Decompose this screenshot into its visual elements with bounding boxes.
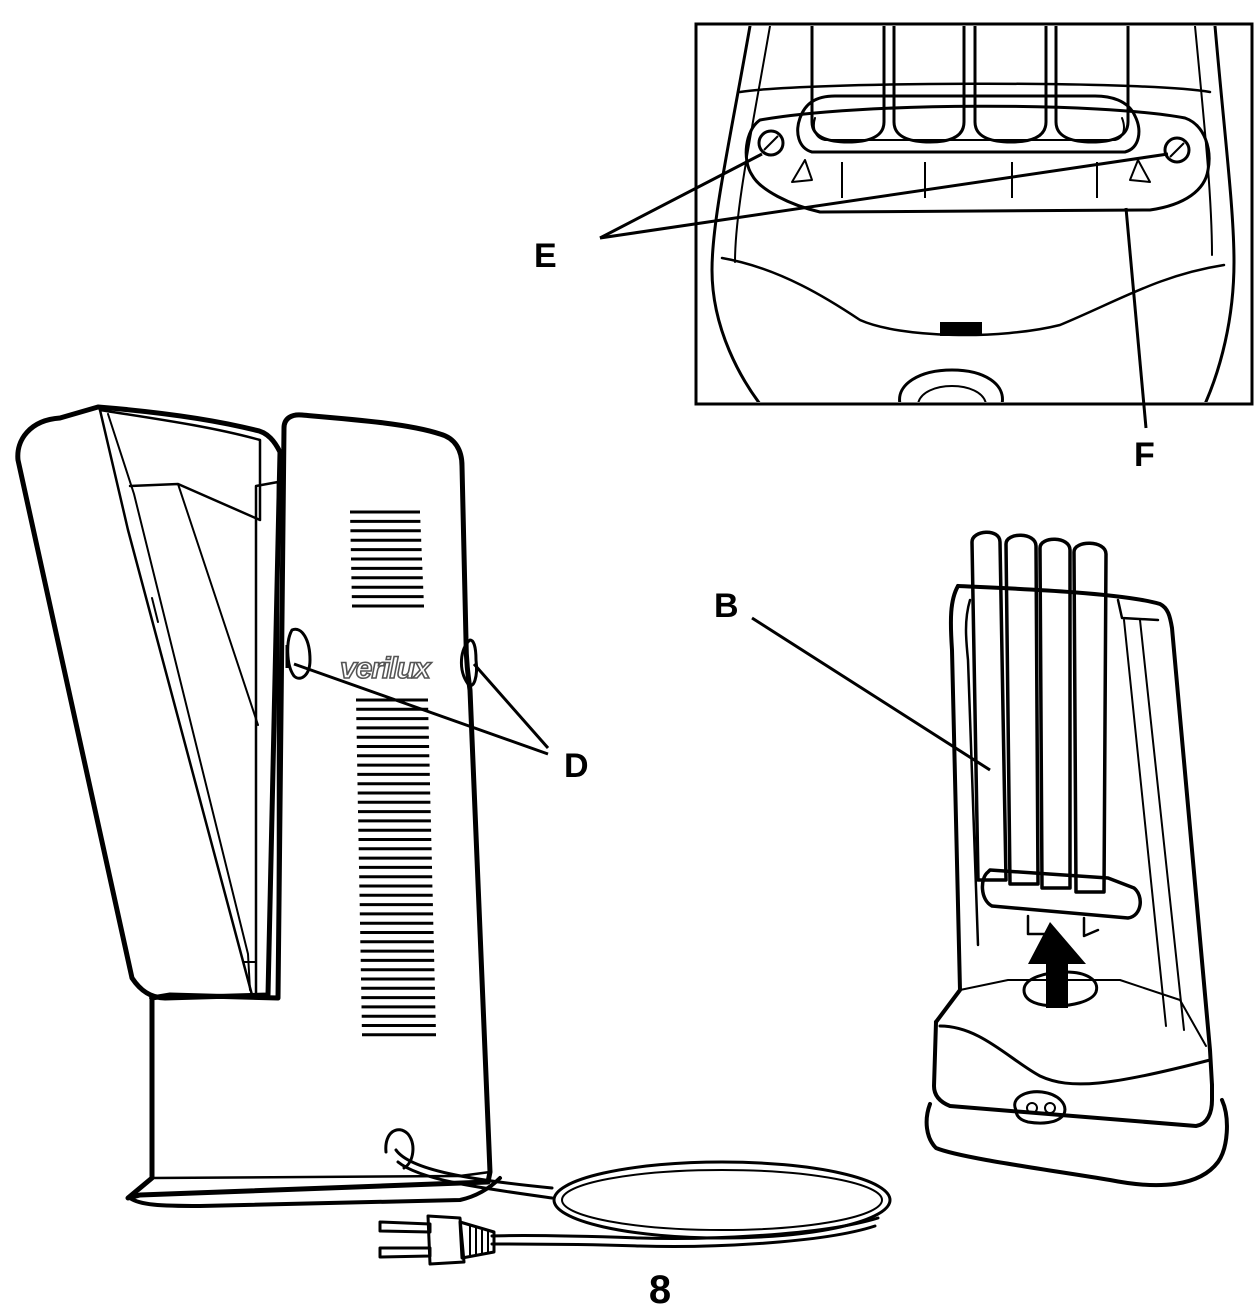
leader-d-right (472, 663, 550, 749)
lamp-unit-left: verilux (15, 404, 502, 1208)
cover-panel-edge-left (98, 408, 254, 997)
label-b: B (714, 587, 739, 625)
leader-d-left (293, 662, 549, 756)
plug-ribs (469, 1226, 489, 1255)
tube-2 (1004, 533, 1040, 886)
cover-panel (15, 404, 283, 1001)
inset-cord-opening (898, 368, 1004, 402)
cord-segment-b (396, 1160, 554, 1200)
knob-left (285, 627, 312, 680)
leader-b (751, 616, 991, 772)
cover-panel-top-inner (98, 408, 262, 522)
brand-logo: verilux (340, 652, 432, 685)
body-base (128, 1176, 502, 1208)
cover-panel-inner-line (107, 413, 251, 991)
inset-back-shelf (738, 82, 1212, 94)
shell-right-inner-2 (1123, 619, 1167, 1027)
inset-right-wedge (1129, 159, 1151, 183)
hinge-foot (243, 961, 257, 999)
plug-prong-bottom (378, 1246, 432, 1259)
callout-d: D (293, 662, 589, 785)
cord-coil-inner (561, 1169, 883, 1231)
label-d: D (564, 747, 589, 785)
cover-panel-tab (151, 597, 159, 623)
inset-left-wedge (791, 159, 813, 183)
inset-housing-left-wall (710, 26, 761, 402)
tube-bracket (980, 868, 1142, 920)
inset-housing-right-wall (1204, 26, 1236, 402)
lamp-base-right (924, 530, 1229, 1188)
callout-f: F (1124, 207, 1155, 474)
shell-left-outer (934, 584, 962, 1024)
shell-top-right (956, 584, 1214, 1087)
grommet-hole-2 (1044, 1102, 1056, 1114)
inset-tube-2 (892, 26, 966, 144)
screw-right (1163, 136, 1191, 164)
inset-detail (694, 22, 1254, 406)
tube-1 (970, 530, 1008, 882)
base-inner-floor (959, 979, 1207, 1047)
callout-e: E (534, 152, 1169, 275)
inset-tube-3 (973, 26, 1048, 144)
page-number: 8 (649, 1268, 671, 1309)
callout-b: B (714, 587, 991, 772)
vent-grille-lower (356, 698, 436, 1037)
base-box-front (932, 1020, 1214, 1128)
leader-e-left (599, 152, 763, 240)
inset-tube-4 (1054, 26, 1130, 144)
base-foot (924, 1098, 1229, 1188)
socket-bracket (796, 94, 1141, 154)
base-cord-grommet (1013, 1090, 1067, 1125)
base-plate-f (744, 104, 1211, 214)
inset-pins (841, 162, 1098, 198)
knob-right (460, 638, 478, 687)
body-base-top-edge (150, 1170, 492, 1180)
leader-f (1124, 207, 1148, 429)
power-plug (378, 1214, 496, 1266)
inset-housing-right-inner (1194, 26, 1213, 256)
shell-top-inner-right (1116, 598, 1160, 622)
lamp-body (125, 412, 493, 1201)
inset-tube-1 (810, 26, 886, 144)
inset-latch-slot (940, 322, 982, 336)
tube-3 (1038, 537, 1072, 890)
tube-base-right-post (1082, 916, 1100, 938)
tube-4 (1072, 541, 1108, 894)
screw-left (757, 129, 785, 157)
cord-tail-a (490, 1216, 880, 1240)
cord-tail-b (490, 1224, 877, 1248)
power-cord (394, 1148, 892, 1248)
tube-assembly-b (970, 530, 1142, 938)
plug-prong-top (378, 1220, 432, 1234)
leader-e-right (599, 152, 1169, 240)
up-arrow-icon (1028, 922, 1086, 1008)
shell-right-inner (1139, 619, 1185, 1031)
plug-strain-relief (458, 1220, 496, 1260)
grommet-hole-1 (1026, 1102, 1038, 1114)
vent-grille-upper (350, 510, 424, 608)
shell-left-inner (964, 598, 980, 947)
cord-segment-a (394, 1148, 554, 1190)
cover-panel-diagonal (177, 483, 259, 726)
tube-base-left-post (1026, 914, 1048, 936)
label-f: F (1134, 436, 1155, 474)
label-e: E (534, 237, 557, 275)
inset-cord-opening-inner (917, 385, 987, 402)
base-box-top-curve (938, 1024, 1212, 1086)
inset-tubes (810, 26, 1130, 144)
